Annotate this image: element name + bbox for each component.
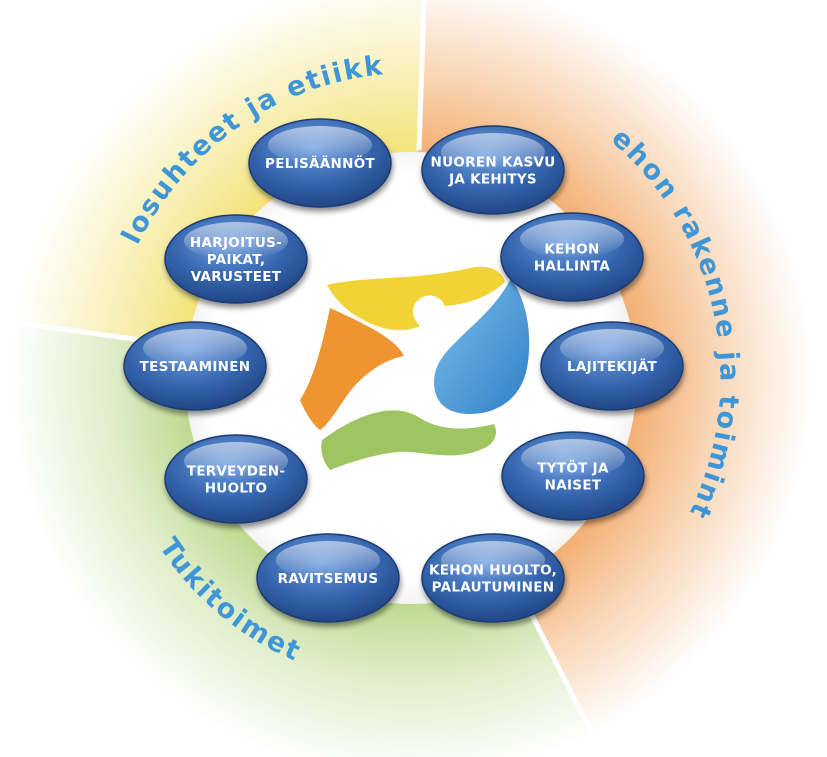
node-label-line: TERVEYDEN-: [187, 464, 286, 480]
node-lajitekijat: LAJITEKIJÄT: [540, 321, 684, 411]
node-label-line: NUOREN KASVU: [431, 155, 556, 171]
node-label-line: LAJITEKIJÄT: [567, 358, 657, 375]
node-pelisaannot: PELISÄÄNNÖT: [248, 118, 392, 208]
node-gloss: [441, 133, 545, 171]
node-label-line: HUOLTO: [205, 481, 268, 497]
node-gloss: [560, 329, 664, 367]
logo-head-hole: [418, 305, 442, 329]
node-gloss: [268, 126, 372, 164]
node-testaaminen: TESTAAMINEN: [123, 321, 267, 411]
node-gloss: [520, 220, 624, 258]
node-label-line: JA KEHITYS: [448, 172, 537, 188]
node-gloss: [276, 541, 380, 579]
node-label-line: VARUSTEET: [191, 269, 282, 285]
node-label-line: HALLINTA: [534, 259, 611, 275]
logo-orange-stroke: [300, 308, 404, 430]
node-label-line: TYTÖT JA: [537, 459, 609, 477]
node-label-line: RAVITSEMUS: [278, 571, 379, 587]
sport-logo-icon: [300, 266, 530, 470]
node-label-line: HARJOITUS-: [190, 235, 282, 251]
node-gloss: [143, 329, 247, 367]
node-gloss: [184, 222, 288, 260]
logo-green-wave: [321, 410, 497, 470]
node-label-line: KEHON: [544, 242, 599, 258]
node-label-line: NAISET: [545, 478, 602, 494]
node-gloss: [184, 442, 288, 480]
node-label-line: PALAUTUMINEN: [432, 580, 555, 596]
node-gloss: [521, 439, 625, 477]
logo-yellow-swoosh: [327, 266, 505, 331]
node-label-line: TESTAAMINEN: [140, 359, 251, 375]
node-terveydenhuolto: TERVEYDEN-HUOLTO: [164, 434, 308, 524]
node-label-line: KEHON HUOLTO,: [429, 563, 557, 579]
node-harjoituspaikat: HARJOITUS-PAIKAT,VARUSTEET: [164, 214, 308, 304]
node-gloss: [441, 541, 545, 579]
node-label-line: PAIKAT,: [207, 252, 266, 268]
node-label-line: PELISÄÄNNÖT: [265, 154, 375, 172]
sector-separator: [416, 0, 427, 151]
node-ravitsemus: RAVITSEMUS: [256, 533, 400, 623]
node-kehon-huolto: KEHON HUOLTO,PALAUTUMINEN: [421, 533, 565, 623]
logo-blue-drop: [434, 278, 530, 414]
